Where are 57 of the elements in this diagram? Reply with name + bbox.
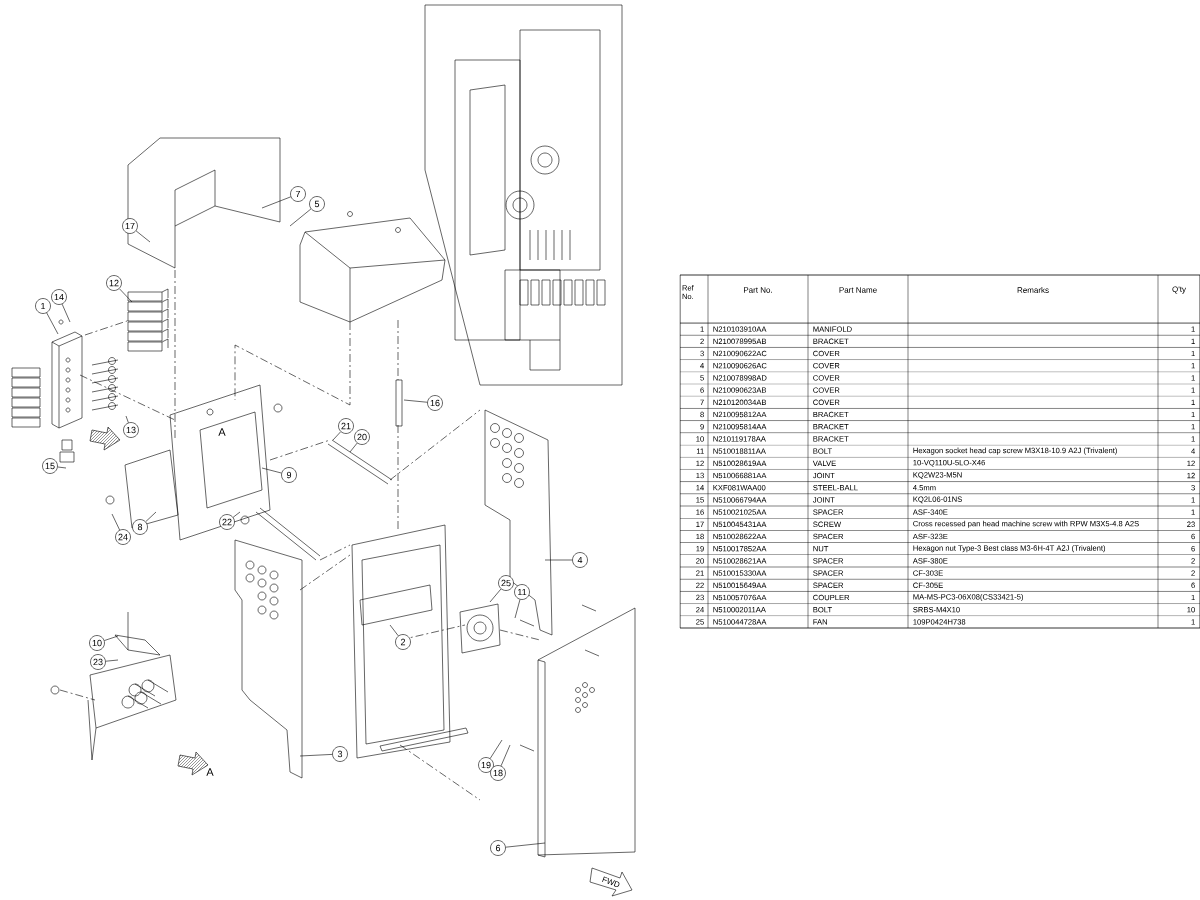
leader-line xyxy=(261,196,292,209)
callout-number: 23 xyxy=(90,654,106,670)
leader-line xyxy=(119,288,133,303)
leader-line xyxy=(332,431,341,441)
leader-line xyxy=(61,303,71,323)
callout-number: 24 xyxy=(115,529,131,545)
leader-line xyxy=(403,399,428,403)
callout-number: 3 xyxy=(332,746,348,762)
callout-number: 17 xyxy=(122,218,138,234)
leader-line xyxy=(145,511,157,522)
column-header: Part Name xyxy=(839,287,877,293)
callout-number: 5 xyxy=(309,196,325,212)
leader-line xyxy=(500,744,511,767)
leader-line xyxy=(349,442,358,453)
leader-line xyxy=(125,415,129,423)
callout-number: 22 xyxy=(219,514,235,530)
callout-number: 9 xyxy=(281,467,297,483)
leader-line xyxy=(489,588,502,603)
leader-line xyxy=(489,739,503,759)
callout-number: 13 xyxy=(123,422,139,438)
direction-label: FWD xyxy=(602,876,620,887)
leader-line xyxy=(232,511,241,518)
callout-number: 10 xyxy=(89,635,105,651)
callout-number: 15 xyxy=(42,458,58,474)
callout-number: 8 xyxy=(132,519,148,535)
leader-line xyxy=(544,559,573,561)
callout-number: 25 xyxy=(498,575,514,591)
leader-line xyxy=(111,513,120,531)
callout-number: 6 xyxy=(490,840,506,856)
callout-number: 18 xyxy=(490,765,506,781)
leader-line xyxy=(299,754,333,757)
leader-line xyxy=(505,842,546,848)
view-letter: A xyxy=(206,768,214,776)
leader-line xyxy=(289,208,312,227)
column-header: Remarks xyxy=(1017,287,1049,293)
leader-line xyxy=(389,624,399,637)
leader-line xyxy=(514,599,521,619)
leader-line xyxy=(261,467,282,474)
callout-number: 16 xyxy=(427,395,443,411)
callout-number: 7 xyxy=(290,186,306,202)
callout-number: 1 xyxy=(35,298,51,314)
column-header: Q'ty xyxy=(1172,286,1186,294)
leader-line xyxy=(104,635,119,641)
leader-line xyxy=(57,466,67,469)
leader-line xyxy=(135,230,151,243)
callout-number: 2 xyxy=(395,634,411,650)
leader-line xyxy=(105,659,119,662)
callout-number: 20 xyxy=(354,429,370,445)
leader-line xyxy=(46,312,59,335)
callout-number: 12 xyxy=(106,275,122,291)
callout-number: 4 xyxy=(572,552,588,568)
view-letter: A xyxy=(218,428,226,436)
callout-number: 11 xyxy=(514,584,530,600)
callout-number: 19 xyxy=(478,757,494,773)
callout-number: 21 xyxy=(338,418,354,434)
callout-number: 14 xyxy=(51,289,67,305)
column-header: Part No. xyxy=(744,287,772,293)
